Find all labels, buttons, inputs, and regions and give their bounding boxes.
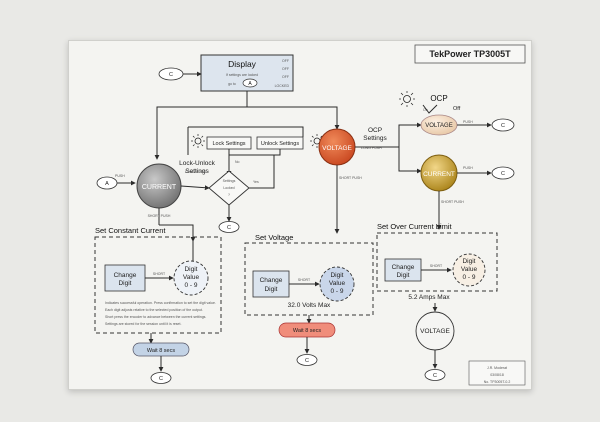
diagram-board: TekPower TP3005T Display If settings are… [68,40,532,390]
ocp-current-label: CURRENT [423,171,455,178]
oc-digit-3: 0 - 9 [462,274,475,281]
display-side-3: LOCKED [275,84,290,88]
constant-current-group [94,236,222,334]
settings-out-label: C [227,225,231,231]
voltage-knob-note-below: SHORT PUSH [339,176,362,180]
sv-digit-value [319,266,355,302]
display-sub2: go to [228,82,236,86]
sv-end-connector [296,354,318,366]
cc-digit-2: Value [183,274,200,281]
cc-end-label: C [159,376,163,382]
ocp-note-below: SHORT PUSH [441,200,464,204]
decision-no-label: No [235,160,240,164]
display-in-label: C [169,72,173,78]
oc-digit-1: Digit [462,258,475,265]
cc-digit-value [173,260,209,296]
info-line2: 03/08/18 [490,373,504,377]
cc-note-1: Each digit adjusts relative to the selec… [105,308,203,312]
cc-wait-label: Wait 8 secs [147,348,175,354]
cc-arrow-label: SHORT [153,272,166,276]
title-box [414,44,526,64]
oc-voltage-label: VOLTAGE [420,328,450,335]
sv-end-label: C [305,358,309,364]
sv-digit-3: 0 - 9 [330,288,343,295]
ocp-current-out-connector [491,166,515,180]
current-knob-note-below: SHORT PUSH [148,214,171,218]
cc-note-2: Short press the encoder to advance betwe… [105,315,206,319]
cc-end-connector [150,372,172,384]
display-goto-connector [242,78,258,88]
oc-max-label: 5.2 Amps Max [408,294,450,301]
decision-text-3: ? [228,193,230,197]
cc-change-1: Change [114,272,137,279]
current-in-label: A [105,181,109,187]
constant-current-title: Set Constant Current [95,226,166,235]
sun-icon [399,91,415,107]
current-knob-label: CURRENT [142,184,177,191]
over-current-group [376,232,498,292]
display-sub1: If settings are locked [226,73,258,77]
ocp-current-note: PUSH [463,166,473,170]
oc-end-connector [424,369,446,381]
cc-digit-1: Digit [184,266,197,273]
lock-settings-label: Lock Settings [212,141,245,147]
decision-yes-label: Yes [253,180,259,184]
sv-change-1: Change [260,277,283,284]
ocp-voltage-note: PUSH [463,120,473,124]
sv-max-label: 32.0 Volts Max [288,302,331,309]
ocp-on-label: On [423,108,428,112]
decision-text-2: Locked [223,186,234,190]
info-block [468,360,526,386]
voltage-knob-label: VOLTAGE [322,145,352,152]
oc-change-1: Change [392,264,415,271]
unlock-settings-label: Unlock Settings [261,141,299,147]
lock-unlock-label-2: Settings [185,168,209,175]
info-line1: J.R. Moderat [487,366,507,370]
oc-digit-value [452,253,486,287]
display-side-1: OFF [282,67,289,71]
sv-change-digit-box [252,270,290,298]
ocp-voltage-label: VOLTAGE [425,123,452,129]
ocp-off-label: Off [453,106,461,112]
ocp-voltage-out-label: C [501,123,505,129]
cc-note-0: Indicates successful operation. Press co… [105,301,216,305]
voltage-knob-note-right: LONG PUSH [361,146,382,150]
oc-digit-2: Value [461,266,478,273]
display-side-0: OFF [282,59,289,63]
sun-icon [191,134,205,148]
sv-wait-label: Wait 8 secs [293,328,321,334]
settings-out-connector [218,221,240,233]
cc-change-digit-box [104,264,146,292]
current-in-connector [96,176,118,190]
set-voltage-title: Set Voltage [255,233,293,242]
over-current-title: Set Over Current Limit [377,222,453,231]
flowchart: TekPower TP3005T Display If settings are… [94,44,526,386]
diagram-title: TekPower TP3005T [429,49,511,59]
current-knob-note-right: LONG PUSH [185,170,206,174]
sv-change-2: Digit [264,286,277,293]
ocp-voltage-out-connector [491,118,515,132]
ocp-heading: OCP [430,94,447,103]
cc-digit-3: 0 - 9 [184,282,197,289]
lock-unlock-label-1: Lock-Unlock [179,160,216,167]
current-knob-note-left: PUSH [115,174,125,178]
sv-digit-2: Value [329,280,346,287]
oc-end-label: C [433,373,437,379]
ocp-settings-1: OCP [368,127,382,134]
display-goto-label: A [248,81,252,87]
decision-text-1: Settings [223,179,236,183]
oc-change-2: Digit [396,272,409,279]
ocp-current-out-label: C [501,171,505,177]
cc-note-3: Settings are stored for the session unti… [105,322,181,326]
set-voltage-group [244,242,374,316]
cc-change-2: Digit [118,280,131,287]
display-side-2: OFF [282,75,289,79]
sv-arrow-label: SHORT [298,278,311,282]
sv-digit-1: Digit [330,272,343,279]
ocp-settings-2: Settings [363,135,387,142]
display-title: Display [228,59,257,69]
info-line3: No. TP3005T-0.2 [484,380,511,384]
oc-arrow-label: SHORT [430,264,443,268]
